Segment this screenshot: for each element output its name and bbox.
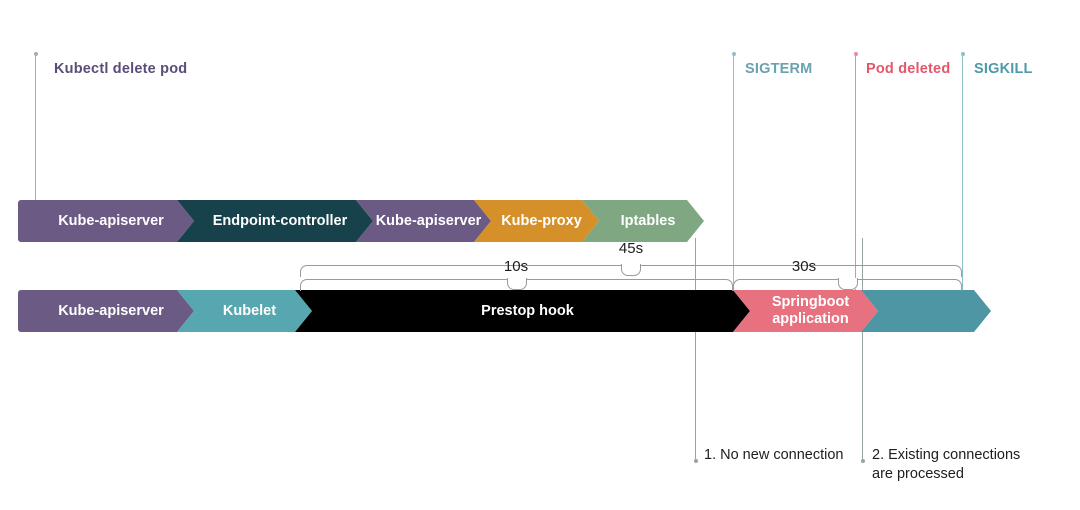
chevron-segment: Kube-apiserver [18, 290, 194, 332]
marker-dot-sigterm [731, 52, 736, 56]
chevron-segment: Springboot application [733, 290, 878, 332]
chevron-segment: Kube-apiserver [18, 200, 194, 242]
chevron-label: Iptables [620, 212, 676, 229]
marker-label-kubectl-delete-pod: Kubectl delete pod [54, 61, 188, 77]
guide-line-guide-existing-conns [860, 238, 865, 463]
marker-line-pod-deleted [853, 52, 858, 310]
chevron-label: Kube-proxy [501, 212, 582, 229]
chevron-row-control-plane-row: Kube-apiserver Endpoint-controller Kube-ap… [18, 200, 704, 242]
chevron-segment: Kube-proxy [474, 200, 599, 242]
marker-dot-pod-deleted [853, 52, 858, 56]
bracket-label-bracket-30s: 30s [791, 258, 817, 275]
chevron-row-node-row: Kube-apiserver Kubelet Prestop hook Springb… [18, 290, 991, 332]
bracket-nub [621, 264, 641, 276]
marker-label-pod-deleted: Pod deleted [866, 61, 951, 77]
chevron-segment: Iptables [582, 200, 704, 242]
chevron-label: Kube-apiserver [58, 212, 164, 229]
bracket-label-bracket-10s: 10s [503, 258, 529, 275]
chevron-segment: Endpoint-controller [177, 200, 373, 242]
chevron-segment: Kubelet [177, 290, 312, 332]
chevron-label: Kube-apiserver [375, 212, 482, 229]
guide-dot-guide-existing-conns [860, 459, 865, 463]
footnote-footnote-1: 1. No new connection [704, 447, 844, 463]
chevron-label: Kubelet [222, 302, 277, 319]
guide-dot-guide-no-new-connection [693, 459, 698, 463]
chevron-label: Springboot application [771, 294, 850, 327]
bracket-nub [506, 278, 527, 290]
chevron-label: Prestop hook [481, 302, 574, 319]
bracket-nub [837, 278, 858, 290]
guide-line-guide-no-new-connection [693, 238, 698, 463]
chevron-label: Kube-apiserver [58, 302, 164, 319]
marker-line-sigterm [731, 52, 736, 310]
timing-bracket-bracket-30s [733, 278, 962, 291]
timing-bracket-bracket-10s [300, 278, 733, 291]
footnote-footnote-2: 2. Existing connections are processed [872, 447, 1021, 483]
marker-label-sigterm: SIGTERM [745, 61, 813, 77]
chevron-segment: Prestop hook [295, 290, 750, 332]
marker-dot-sigkill [960, 52, 965, 56]
chevron-segment [861, 290, 991, 332]
chevron-label: Endpoint-controller [212, 212, 348, 229]
marker-line-kubectl-delete-pod [33, 52, 38, 202]
bracket-label-bracket-45s: 45s [618, 240, 644, 257]
marker-label-sigkill: SIGKILL [974, 61, 1033, 77]
chevron-segment: Kube-apiserver [356, 200, 491, 242]
marker-dot-kubectl-delete-pod [33, 52, 38, 56]
marker-line-sigkill [960, 52, 965, 310]
timing-bracket-bracket-45s [300, 264, 962, 277]
